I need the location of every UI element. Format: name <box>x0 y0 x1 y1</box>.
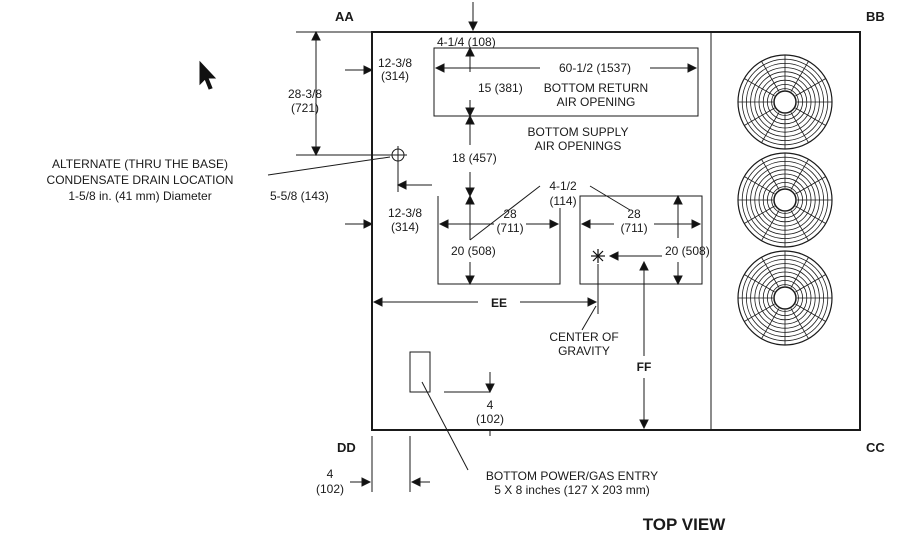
corner-label-aa: AA <box>335 9 354 24</box>
supply-opening-left <box>437 196 561 285</box>
dim-28-left-b: (711) <box>496 221 523 235</box>
corner-label-bb: BB <box>866 9 885 24</box>
dim-12-3-8-mid-a: 12-3/8 <box>388 206 422 220</box>
dim-4-1-2-b: (114) <box>549 194 576 208</box>
dim-ee: EE <box>491 296 507 310</box>
return-air-opening <box>433 47 699 117</box>
dim-4-center-a: 4 <box>487 398 494 412</box>
corner-label-dd: DD <box>337 440 356 455</box>
dim-ff: FF <box>637 360 652 374</box>
dim-28-3-8-a: 28-3/8 <box>288 87 322 101</box>
dim-28-left-a: 28 <box>503 207 517 221</box>
return-label-2: AIR OPENING <box>557 95 636 109</box>
dim-18: 18 (457) <box>452 151 497 165</box>
supply-opening-right <box>579 195 703 285</box>
dim-28-right-a: 28 <box>627 207 641 221</box>
dim-28-right-b: (711) <box>620 221 647 235</box>
dim-4-bottom-b: (102) <box>316 482 344 496</box>
cog-label-2: GRAVITY <box>558 344 610 358</box>
supply-label-2: AIR OPENINGS <box>535 139 622 153</box>
dim-15: 15 (381) <box>478 81 523 95</box>
dim-4-1-4: 4-1/4 (108) <box>437 35 496 49</box>
dim-5-5-8: 5-5/8 (143) <box>270 189 329 203</box>
dim-12-3-8-mid-b: (314) <box>391 220 419 234</box>
dimension-lines <box>296 2 702 492</box>
dim-4-center-b: (102) <box>476 412 504 426</box>
dim-12-3-8-top-a: 12-3/8 <box>378 56 412 70</box>
dim-20-right: 20 (508) <box>665 244 710 258</box>
condenser-fan-icon <box>737 54 833 150</box>
power-label-2: 5 X 8 inches (127 X 203 mm) <box>494 483 649 497</box>
dim-12-3-8-top-b: (314) <box>381 69 409 83</box>
condenser-fan-icon <box>737 152 833 248</box>
cog-label-1: CENTER OF <box>549 330 618 344</box>
view-title: TOP VIEW <box>643 515 726 534</box>
dim-20-left: 20 (508) <box>451 244 496 258</box>
mouse-pointer-icon <box>199 60 217 90</box>
drain-label-2: CONDENSATE DRAIN LOCATION <box>47 173 234 187</box>
corner-label-cc: CC <box>866 440 885 455</box>
dim-60-1-2: 60-1/2 (1537) <box>559 61 631 75</box>
dim-4-1-2-a: 4-1/2 <box>549 179 577 193</box>
condenser-fans <box>737 54 833 346</box>
condenser-fan-icon <box>737 250 833 346</box>
drain-label-1: ALTERNATE (THRU THE BASE) <box>52 157 228 171</box>
dim-28-3-8-b: (721) <box>291 101 319 115</box>
drain-label-3: 1-5/8 in. (41 mm) Diameter <box>68 189 211 203</box>
power-label-1: BOTTOM POWER/GAS ENTRY <box>486 469 658 483</box>
supply-label-1: BOTTOM SUPPLY <box>528 125 629 139</box>
unit-outline <box>371 31 861 431</box>
center-of-gravity-symbol <box>591 249 605 263</box>
return-label-1: BOTTOM RETURN <box>544 81 648 95</box>
dim-4-bottom-a: 4 <box>327 467 334 481</box>
power-gas-entry <box>409 351 431 393</box>
